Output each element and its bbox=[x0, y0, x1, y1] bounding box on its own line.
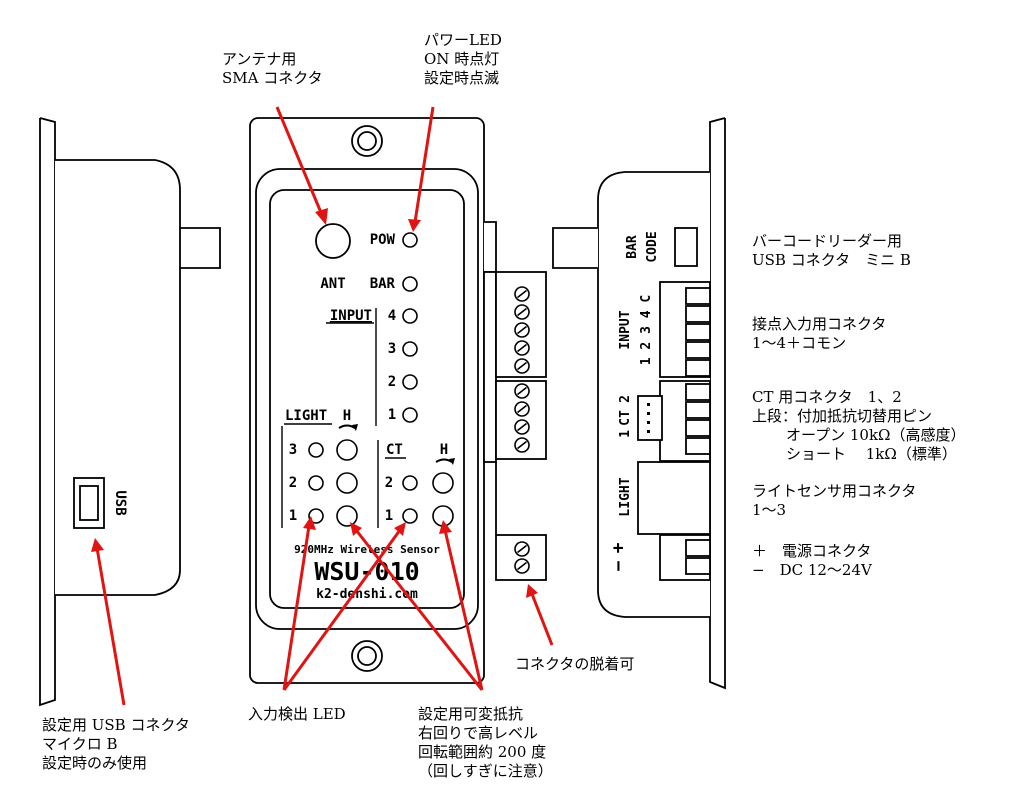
callout-arrows bbox=[91, 106, 554, 706]
power-led-line-2: ON 時点灯 bbox=[424, 50, 500, 68]
pow-label: POW bbox=[370, 232, 396, 248]
resistor-line-1: 設定用可変抵抗 bbox=[418, 705, 524, 723]
usb-setting-line-3: 設定時のみ使用 bbox=[42, 754, 148, 772]
resistor-annotation: 設定用可変抵抗 右回りで高レベル 回転範囲約 200 度 （回しすぎに注意） bbox=[418, 705, 553, 781]
ct-num-2: 2 bbox=[385, 475, 393, 491]
light-trimmer-1 bbox=[336, 505, 358, 527]
light-led-2 bbox=[308, 475, 324, 491]
light-num-2: 2 bbox=[289, 475, 297, 491]
usb-setting-line-2: マイクロ B bbox=[42, 735, 118, 753]
light-led-3 bbox=[308, 442, 324, 458]
ct-group-label: CT bbox=[386, 442, 403, 458]
input-led-3 bbox=[402, 341, 418, 357]
light-trimmer-2 bbox=[336, 472, 358, 494]
power-led bbox=[402, 232, 418, 248]
ct-line-3: オープン 10kΩ（高感度） bbox=[786, 426, 966, 444]
contact-input-annotation: 接点入力用コネクタ 1〜4＋コモン bbox=[752, 315, 886, 353]
light-sensor-annotation: ライトセンサ用コネクタ 1〜3 bbox=[752, 482, 916, 520]
antenna-annotation: アンテナ用 SMA コネクタ bbox=[222, 50, 323, 88]
light-sensor-line-2: 1〜3 bbox=[752, 501, 787, 519]
light-h-label: H bbox=[343, 408, 351, 424]
rs-code-label: CODE bbox=[645, 231, 660, 262]
usb-setting-line-1: 設定用 USB コネクタ bbox=[42, 716, 190, 734]
input-led-1 bbox=[402, 407, 418, 423]
front-terminal-blocks bbox=[483, 221, 547, 581]
detachable-annotation: コネクタの脱着可 bbox=[515, 655, 634, 674]
ct-line-2: 上段：付加抵抗切替用ピン bbox=[752, 407, 933, 425]
usb-setting-annotation: 設定用 USB コネクタ マイクロ B 設定時のみ使用 bbox=[42, 716, 190, 773]
barcode-line-1: バーコードリーダー用 bbox=[752, 232, 903, 250]
front-mounting-plate bbox=[249, 117, 485, 684]
ct-led-1 bbox=[402, 508, 418, 524]
input-num-2: 2 bbox=[388, 374, 396, 390]
barcode-line-2: USB コネクタ ミニ B bbox=[752, 251, 911, 269]
rs-minus-label: − bbox=[608, 560, 629, 571]
resistor-line-4: （回しすぎに注意） bbox=[418, 762, 553, 780]
ct-num-1: 1 bbox=[385, 508, 393, 524]
wireless-label: 920MHz Wireless Sensor bbox=[294, 543, 440, 556]
input-led-4 bbox=[402, 308, 418, 324]
power-connector-line-2: − DC 12〜24V bbox=[752, 561, 872, 579]
input-led-2 bbox=[402, 374, 418, 390]
input-group-label: INPUT bbox=[330, 308, 372, 324]
light-led-1 bbox=[308, 508, 324, 524]
terminal-screws-top bbox=[514, 286, 530, 374]
rs-bar-label: BAR bbox=[625, 235, 640, 259]
light-num-3: 3 bbox=[289, 442, 297, 458]
power-led-line-3: 設定時点滅 bbox=[424, 69, 500, 87]
input-num-1: 1 bbox=[388, 407, 396, 423]
ct-line-1: CT 用コネクタ 1、2 bbox=[752, 388, 902, 406]
power-connector-annotation: ＋ 電源コネクタ − DC 12〜24V bbox=[752, 542, 872, 580]
usb-side-label: USB bbox=[112, 490, 128, 515]
rs-input-label: INPUT bbox=[618, 310, 633, 349]
detachable-line: コネクタの脱着可 bbox=[515, 655, 635, 673]
power-connector-line-1: ＋ 電源コネクタ bbox=[752, 542, 872, 560]
ant-label: ANT bbox=[320, 276, 345, 292]
ct-connector-annotation: CT 用コネクタ 1、2 上段：付加抵抗切替用ピン オープン 10kΩ（高感度）… bbox=[752, 388, 965, 464]
light-group-label: LIGHT bbox=[285, 408, 327, 424]
barcode-annotation: バーコードリーダー用 USB コネクタ ミニ B bbox=[752, 232, 911, 270]
light-trimmer-3 bbox=[336, 439, 358, 461]
input-num-4: 4 bbox=[388, 308, 396, 324]
rs-ct-label: CT bbox=[618, 410, 633, 426]
rs-plus-label: + bbox=[608, 542, 629, 553]
ct-pin-header bbox=[647, 403, 650, 433]
rs-ct-pin-1: 1 bbox=[618, 430, 633, 438]
led-line: 入力検出 LED bbox=[248, 705, 346, 723]
led-annotation: 入力検出 LED bbox=[248, 705, 346, 724]
ct-trimmer-2 bbox=[432, 472, 454, 494]
antenna-line-2: SMA コネクタ bbox=[222, 69, 323, 87]
contact-input-line-1: 接点入力用コネクタ bbox=[752, 315, 887, 333]
antenna-connector bbox=[315, 223, 351, 259]
right-side-view bbox=[552, 117, 726, 690]
antenna-line-1: アンテナ用 bbox=[222, 50, 297, 68]
resistor-line-2: 右回りで高レベル bbox=[418, 724, 539, 742]
resistor-line-3: 回転範囲約 200 度 bbox=[418, 743, 547, 761]
rs-ct-pin-2: 2 bbox=[618, 395, 633, 403]
light-num-1: 1 bbox=[289, 508, 297, 524]
power-led-line-1: パワーLED bbox=[424, 31, 502, 49]
power-led-annotation: パワーLED ON 時点灯 設定時点滅 bbox=[424, 31, 502, 88]
light-sensor-line-1: ライトセンサ用コネクタ bbox=[752, 482, 917, 500]
ct-h-label: H bbox=[440, 442, 448, 458]
input-num-3: 3 bbox=[388, 341, 396, 357]
model-label: WSU-010 bbox=[314, 557, 419, 586]
ct-line-4: ショート 1kΩ（標準） bbox=[786, 445, 957, 463]
contact-input-line-2: 1〜4＋コモン bbox=[752, 334, 847, 352]
url-label: k2-denshi.com bbox=[316, 587, 418, 602]
left-side-view bbox=[39, 117, 221, 707]
ct-led-2 bbox=[402, 475, 418, 491]
rs-input-pins: 1 2 3 4 C bbox=[639, 295, 654, 365]
bar-led bbox=[402, 276, 418, 292]
rs-light-label: LIGHT bbox=[618, 477, 633, 516]
bar-label: BAR bbox=[370, 276, 396, 292]
